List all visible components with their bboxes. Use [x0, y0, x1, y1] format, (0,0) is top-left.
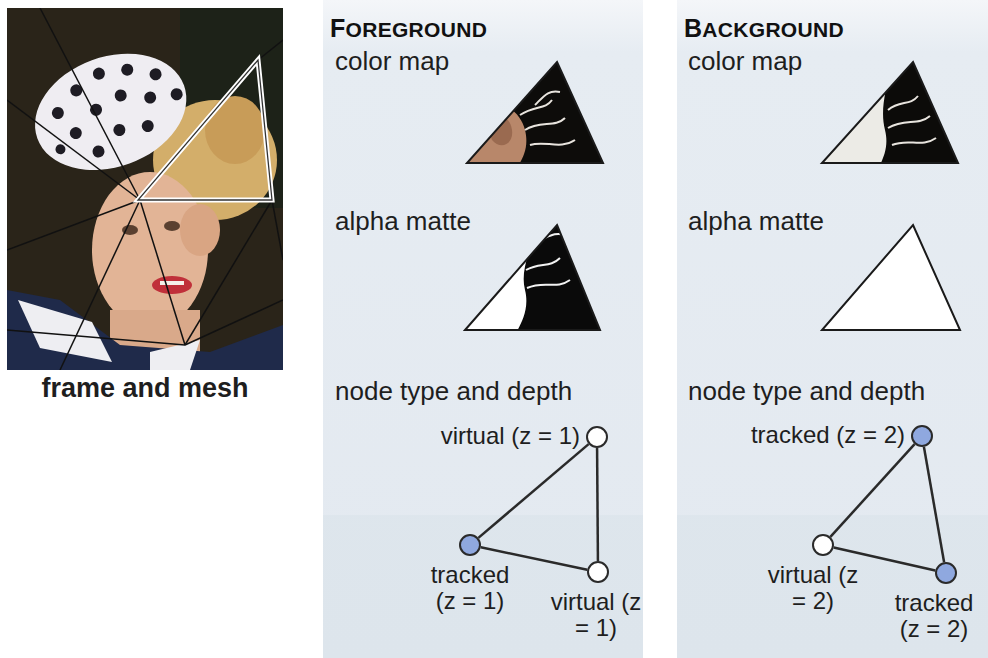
mesh-edge — [924, 447, 944, 562]
node-label: tracked (z = 2) — [888, 590, 980, 642]
mesh-node: virtual (z = 1) — [587, 561, 609, 583]
mesh-node: virtual (z = 2) — [812, 534, 834, 556]
video-frame — [7, 8, 283, 370]
node-label: virtual (z = 1) — [550, 589, 642, 641]
triangle-outline — [465, 225, 600, 330]
color-map — [460, 55, 610, 170]
panel-heading: FOREGROUND — [330, 14, 487, 43]
figure-caption: frame and mesh — [41, 373, 248, 403]
section-label: color map — [688, 46, 802, 76]
alpha-matte — [822, 225, 960, 330]
section-label: alpha matte — [335, 206, 471, 236]
panel-band — [677, 515, 988, 658]
node-label: tracked (z = 2) — [751, 422, 905, 448]
mesh-node: tracked (z = 1) — [459, 534, 481, 556]
triangle-outline — [822, 62, 958, 163]
panel: FOREGROUND virtual (z = 1) tracked (z = 1)… — [323, 0, 643, 658]
node-label: virtual (z = 1) — [441, 423, 580, 449]
section-label: alpha matte — [688, 206, 824, 236]
panel-ground — [323, 0, 643, 658]
node-label: virtual (z = 2) — [767, 562, 859, 614]
section-label: node type and depth — [335, 376, 572, 406]
panel-band — [323, 515, 643, 658]
panel-heading: BACKGROUND — [684, 14, 844, 43]
mesh-edge — [830, 444, 914, 537]
color-map — [815, 55, 965, 170]
panel: BACKGROUND tracked (z = 2) virtual (z = 2)… — [677, 0, 988, 658]
mesh-edge — [478, 444, 588, 538]
mesh-edge — [596, 448, 599, 561]
mesh-node: virtual (z = 1) — [586, 426, 608, 448]
panel-ground — [677, 0, 988, 658]
section-label: color map — [335, 46, 449, 76]
mesh-node: tracked (z = 2) — [911, 425, 933, 447]
alpha-matte — [460, 220, 610, 335]
node-label: tracked (z = 1) — [424, 562, 516, 614]
triangle-outline — [467, 62, 603, 163]
section-label: node type and depth — [688, 376, 925, 406]
mesh-node: tracked (z = 2) — [935, 562, 957, 584]
